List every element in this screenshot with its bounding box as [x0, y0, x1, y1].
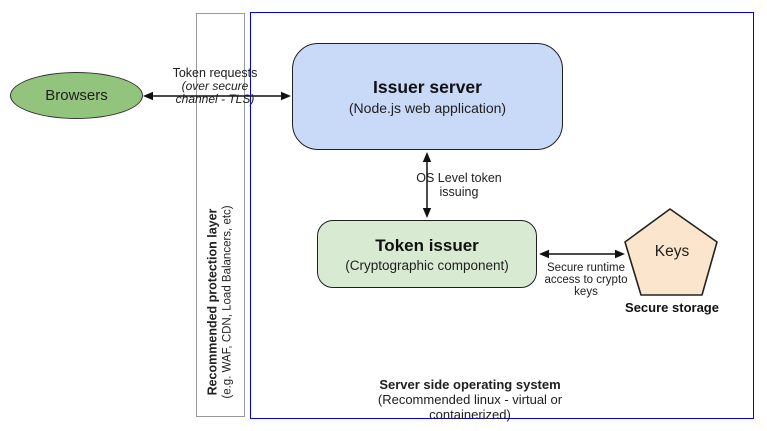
- token-requests-line1: Token requests: [172, 66, 258, 80]
- secure-runtime-line1: Secure runtime: [547, 262, 625, 274]
- protection-layer-subtitle: (e.g. WAF, CDN, Load Balancers, etc): [221, 205, 234, 399]
- browsers-label: Browsers: [45, 87, 108, 104]
- operating-system-title: Server side operating system: [379, 377, 561, 392]
- secure-runtime-label: Secure runtime access to crypto keys: [534, 262, 638, 298]
- token-issuer-title: Token issuer: [375, 235, 479, 255]
- issuer-server-node: Issuer server (Node.js web application): [292, 43, 563, 150]
- issuer-server-title: Issuer server: [373, 77, 482, 97]
- operating-system-subtitle: (Recommended linux - virtual or containe…: [377, 392, 563, 422]
- secure-runtime-line2: access to crypto: [544, 274, 628, 286]
- token-requests-line2: (over secure: [181, 79, 249, 93]
- keys-pentagon: [624, 208, 718, 296]
- protection-layer-label: Recommended protection layer (e.g. WAF, …: [196, 192, 245, 412]
- secure-runtime-line3: keys: [574, 286, 598, 298]
- secure-storage-caption: Secure storage: [625, 300, 719, 315]
- keys-pentagon-shape: [624, 208, 718, 296]
- os-level-line1: OS Level token: [416, 171, 502, 185]
- protection-layer-title: Recommended protection layer: [205, 208, 220, 396]
- os-level-line2: issuing: [439, 184, 479, 199]
- protection-layer-strip: [196, 13, 245, 417]
- token-requests-line3: channel - TLS): [175, 92, 255, 106]
- keys-label: Keys: [654, 243, 690, 260]
- operating-system-container: [250, 12, 754, 419]
- operating-system-caption: Server side operating system (Recommende…: [350, 377, 590, 422]
- token-issuer-subtitle: (Cryptographic component): [345, 257, 509, 273]
- browsers-node: Browsers: [10, 72, 143, 119]
- token-requests-label: Token requests (over secure channel - TL…: [158, 67, 272, 106]
- token-issuer-node: Token issuer (Cryptographic component): [317, 220, 537, 288]
- issuer-server-subtitle: (Node.js web application): [348, 100, 507, 116]
- os-level-token-label: OS Level token issuing: [414, 171, 504, 199]
